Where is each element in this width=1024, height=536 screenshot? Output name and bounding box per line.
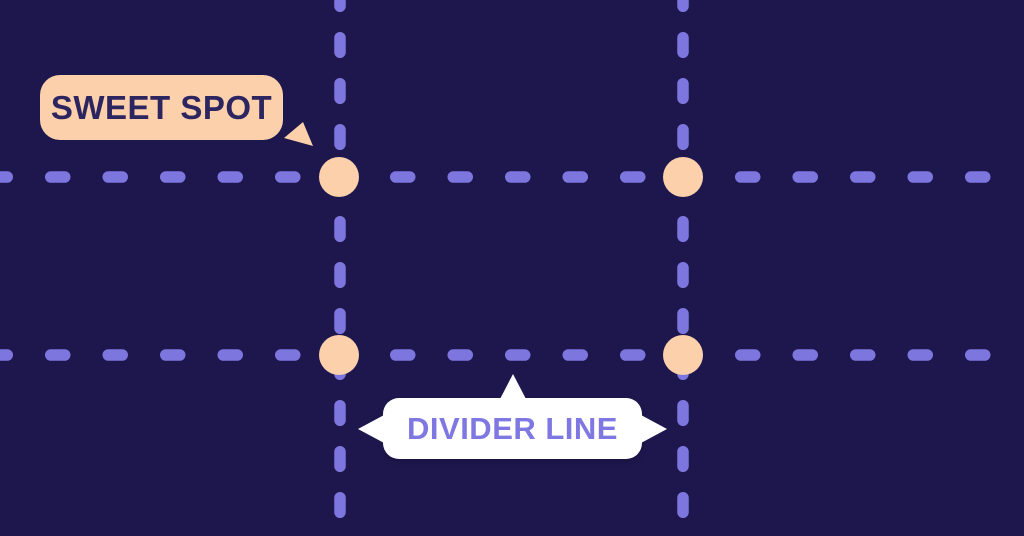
sweet-spot-pointer-icon	[284, 122, 313, 146]
triangle-left-icon	[358, 414, 384, 443]
sweet-spot-dot	[663, 157, 703, 197]
sweet-spot-label-text: SWEET SPOT	[50, 88, 273, 126]
divider-line-label: DIVIDER LINE	[358, 374, 667, 459]
divider-line-label-text: DIVIDER LINE	[407, 410, 618, 446]
triangle-pointer-icon	[284, 122, 313, 146]
triangle-right-icon	[641, 414, 667, 443]
sweet-spot-dot	[663, 335, 703, 375]
sweet-spot-label: SWEET SPOT	[40, 75, 283, 140]
sweet-spot-dots-group	[319, 157, 703, 375]
sweet-spot-dot	[319, 335, 359, 375]
triangle-up-icon	[499, 374, 526, 399]
sweet-spot-dot	[319, 157, 359, 197]
